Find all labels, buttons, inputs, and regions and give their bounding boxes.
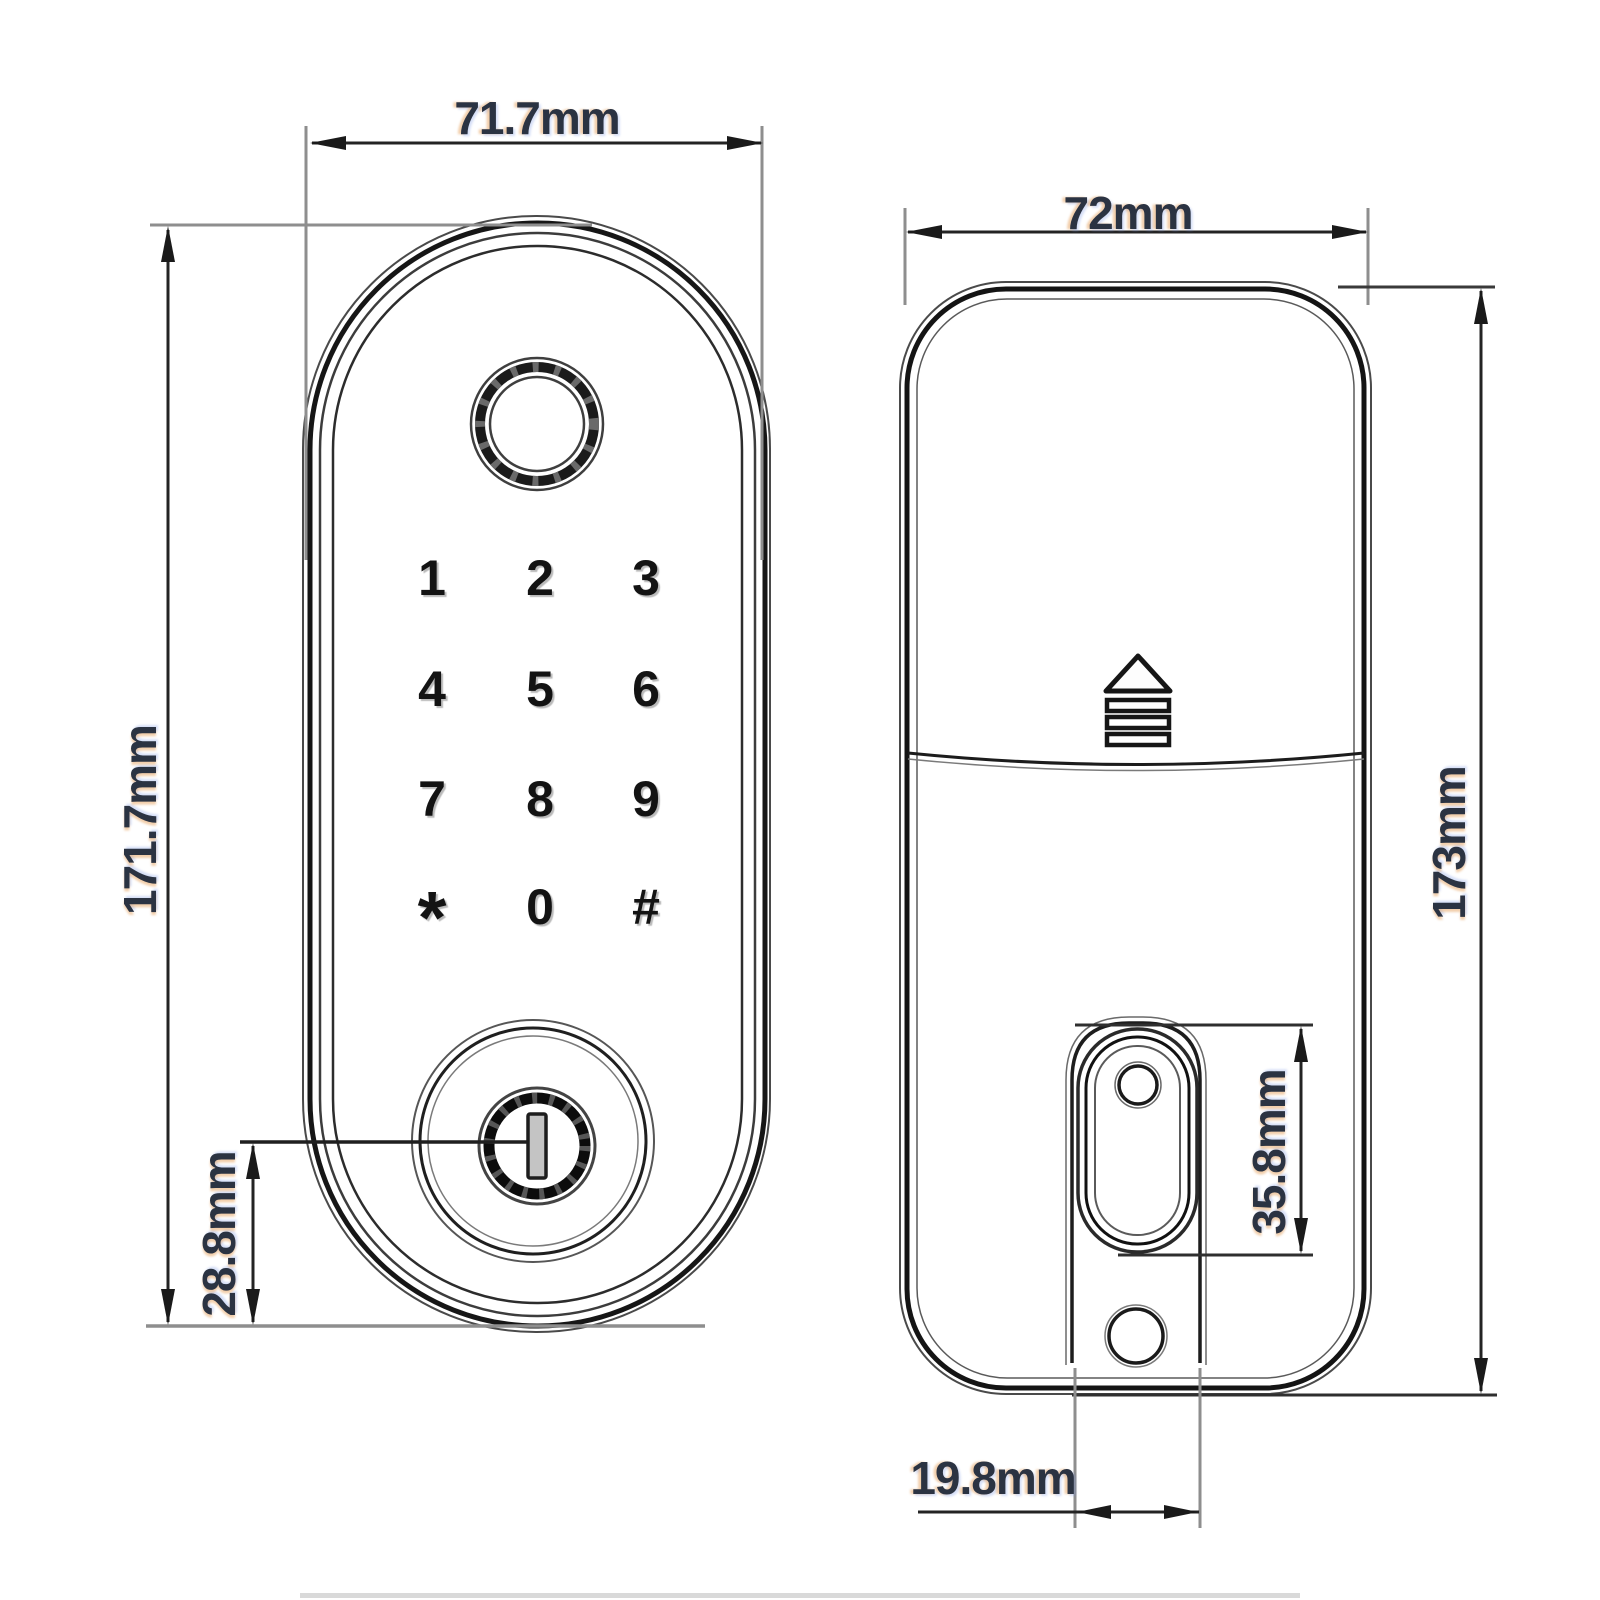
key-slot — [526, 1112, 548, 1180]
keypad-key-9: 9 — [632, 771, 660, 827]
cutout-width-dimension — [918, 1368, 1202, 1528]
keypad-key-hash: # — [632, 879, 660, 935]
front-width-dimension — [304, 126, 764, 560]
cutout-width-dimension-label: 19.8mm — [910, 1452, 1076, 1504]
keypad-key-6: 6 — [632, 661, 660, 717]
keypad-key-4: 4 — [418, 661, 446, 717]
back-width-dimension — [903, 208, 1370, 305]
lower-screw-hole — [1107, 1307, 1165, 1365]
cutout-height-dimension — [1075, 1023, 1313, 1257]
keypad-key-7: 7 — [418, 771, 446, 827]
keypad-key-0: 0 — [526, 879, 554, 935]
back-view — [899, 281, 1372, 1395]
keypad-key-5: 5 — [526, 661, 554, 717]
battery-cover-seam — [907, 751, 1365, 766]
keyhole-offset-dimension-label: 28.8mm — [193, 1151, 245, 1317]
front-height-dimension — [146, 223, 705, 1328]
upper-screw-hole — [1117, 1064, 1159, 1106]
back-height-dimension-label: 173mm — [1423, 766, 1475, 920]
latch-cutout — [1076, 1027, 1199, 1254]
back-width-dimension-label: 72mm — [1063, 187, 1194, 239]
keypad-key-8: 8 — [526, 771, 554, 827]
keypad-key-3: 3 — [632, 550, 660, 606]
front-width-dimension-label: 71.7mm — [454, 92, 620, 144]
keyhole-offset-dimension — [246, 1143, 260, 1325]
scan-artifact-line — [300, 1593, 1300, 1598]
latch-plate — [1065, 1016, 1207, 1368]
fingerprint-sensor-icon — [469, 356, 605, 492]
battery-cover-arrow-icon — [1103, 653, 1173, 748]
keypad-key-star: * — [417, 876, 447, 959]
keypad-key-1: 1 — [418, 550, 446, 606]
cutout-height-dimension-label: 35.8mm — [1243, 1069, 1295, 1235]
back-height-dimension — [1072, 285, 1497, 1397]
keyhole-assembly — [240, 1019, 655, 1263]
battery-cover-seam-echo — [907, 758, 1365, 772]
front-height-dimension-label: 171.7mm — [114, 725, 166, 915]
keypad-key-2: 2 — [526, 550, 554, 606]
front-view — [240, 215, 771, 1333]
